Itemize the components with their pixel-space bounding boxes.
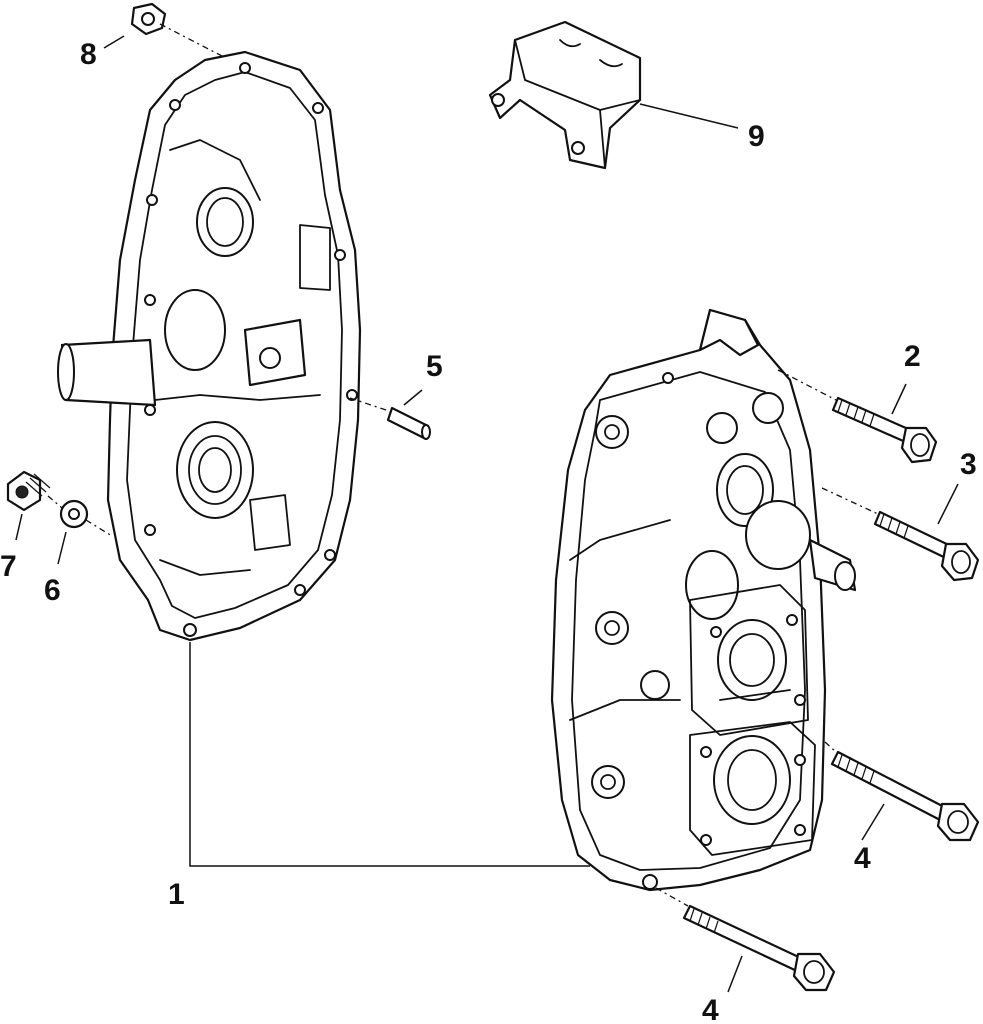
callout-9: 9 xyxy=(748,120,765,153)
callout-4-upper: 4 xyxy=(854,842,871,875)
leader-lines xyxy=(15,35,959,993)
bolt-part-2 xyxy=(831,396,938,464)
bolt-part-4-lower xyxy=(682,904,836,992)
bracket-part-9 xyxy=(488,20,642,170)
right-case-half xyxy=(550,308,857,892)
callout-8: 8 xyxy=(80,38,97,71)
callout-1: 1 xyxy=(168,878,185,911)
pin-part-5 xyxy=(386,406,431,440)
callout-4-lower: 4 xyxy=(702,994,719,1024)
plug-part-7 xyxy=(6,470,51,512)
callout-6: 6 xyxy=(44,574,61,607)
nut-part-8 xyxy=(130,2,167,36)
callout-labels: 1 2 3 4 4 5 6 7 8 9 xyxy=(0,38,977,1024)
left-case-half xyxy=(57,50,362,642)
washer-part-6 xyxy=(59,499,89,529)
bolt-part-4-upper xyxy=(830,750,980,842)
bolt-part-3 xyxy=(873,510,980,582)
assembly-centerlines xyxy=(47,23,879,907)
callout-3: 3 xyxy=(960,448,977,481)
callout-2: 2 xyxy=(904,340,921,373)
callout-5: 5 xyxy=(426,350,443,383)
callout-7: 7 xyxy=(0,550,17,583)
